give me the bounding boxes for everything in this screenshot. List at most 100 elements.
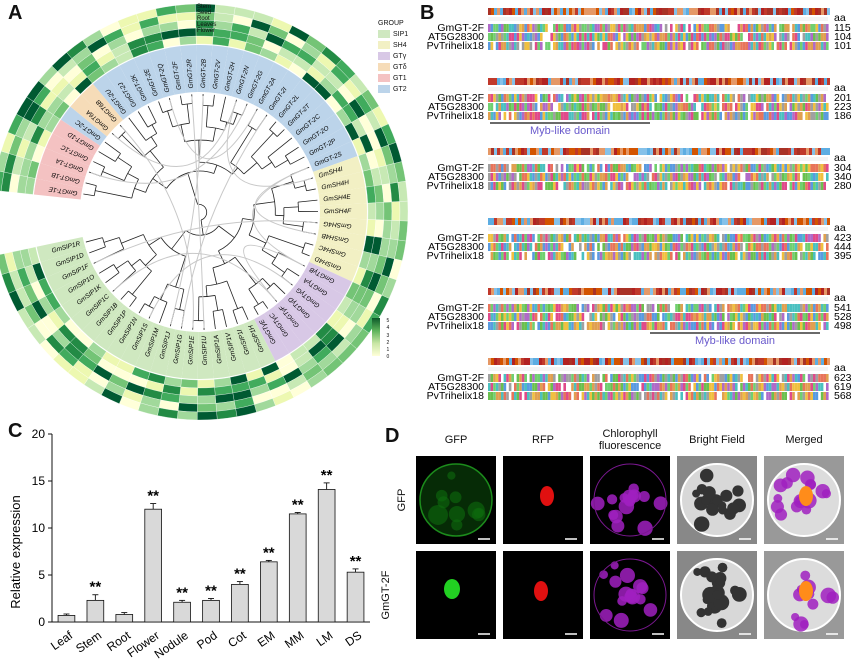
group-name: GTδ bbox=[393, 64, 407, 71]
conservation-cell bbox=[668, 358, 671, 365]
residue-cell bbox=[805, 383, 808, 391]
conservation-cell bbox=[740, 148, 743, 155]
residue-cell bbox=[680, 112, 683, 120]
residue-cell bbox=[628, 112, 631, 120]
residue-cell bbox=[779, 392, 782, 400]
residue-cell bbox=[769, 103, 772, 111]
conservation-cell bbox=[794, 358, 797, 365]
residue-cell bbox=[662, 94, 665, 102]
sequence-name: PvTrihelix18 bbox=[427, 320, 485, 332]
residue-cell bbox=[592, 164, 595, 172]
conservation-cell bbox=[827, 288, 830, 295]
residue-cell bbox=[745, 173, 748, 181]
residue-cell bbox=[491, 304, 494, 312]
gfp-signal bbox=[450, 491, 462, 503]
residue-cell bbox=[579, 313, 582, 321]
tree-branch bbox=[130, 298, 137, 307]
residue-cell bbox=[556, 24, 559, 32]
residue-cell bbox=[816, 164, 819, 172]
conservation-cell bbox=[785, 288, 788, 295]
conservation-cell bbox=[599, 78, 602, 85]
conservation-cell bbox=[500, 8, 503, 15]
conservation-cell bbox=[740, 78, 743, 85]
phylogenetic-tree: GmGT-1EGmGT-1BGmGT-1AGmGT-1CGmGT-1DGmGT-… bbox=[0, 0, 420, 420]
residue-cell bbox=[532, 234, 535, 242]
residue-cell bbox=[628, 182, 631, 190]
residue-cell bbox=[649, 164, 652, 172]
heatmap-cell bbox=[368, 203, 376, 220]
residue-cell bbox=[787, 252, 790, 260]
residue-cell bbox=[613, 24, 616, 32]
residue-cell bbox=[665, 374, 668, 382]
conservation-cell bbox=[608, 8, 611, 15]
residue-cell bbox=[753, 383, 756, 391]
conservation-cell bbox=[665, 218, 668, 225]
residue-cell bbox=[730, 94, 733, 102]
residue-cell bbox=[493, 392, 496, 400]
residue-cell bbox=[636, 33, 639, 41]
conservation-cell bbox=[749, 358, 752, 365]
residue-cell bbox=[610, 182, 613, 190]
conservation-cell bbox=[539, 148, 542, 155]
residue-cell bbox=[491, 374, 494, 382]
residue-cell bbox=[727, 374, 730, 382]
residue-cell bbox=[699, 164, 702, 172]
residue-cell bbox=[732, 304, 735, 312]
residue-cell bbox=[605, 24, 608, 32]
residue-cell bbox=[524, 112, 527, 120]
conservation-cell bbox=[581, 78, 584, 85]
tree-branch bbox=[132, 271, 151, 294]
residue-cell bbox=[631, 24, 634, 32]
bar bbox=[116, 614, 133, 622]
residue-cell bbox=[758, 374, 761, 382]
residue-cell bbox=[696, 243, 699, 251]
residue-cell bbox=[657, 234, 660, 242]
residue-cell bbox=[491, 164, 494, 172]
conservation-cell bbox=[770, 288, 773, 295]
residue-cell bbox=[504, 304, 507, 312]
residue-cell bbox=[722, 313, 725, 321]
residue-cell bbox=[810, 112, 813, 120]
residue-cell bbox=[553, 94, 556, 102]
residue-cell bbox=[623, 42, 626, 50]
residue-cell bbox=[777, 392, 780, 400]
residue-cell bbox=[498, 252, 501, 260]
residue-cell bbox=[758, 33, 761, 41]
residue-cell bbox=[756, 243, 759, 251]
residue-cell bbox=[704, 374, 707, 382]
residue-cell bbox=[595, 33, 598, 41]
residue-cell bbox=[803, 94, 806, 102]
tree-branch bbox=[290, 157, 304, 164]
residue-cell bbox=[496, 33, 499, 41]
residue-cell bbox=[725, 322, 728, 330]
residue-cell bbox=[826, 24, 829, 32]
conservation-cell bbox=[551, 78, 554, 85]
residue-cell bbox=[706, 182, 709, 190]
residue-cell bbox=[550, 33, 553, 41]
conservation-cell bbox=[617, 78, 620, 85]
conservation-cell bbox=[518, 288, 521, 295]
residue-cell bbox=[826, 313, 829, 321]
residue-cell bbox=[693, 33, 696, 41]
chloroplast bbox=[628, 489, 641, 502]
duplication-link bbox=[96, 221, 316, 263]
conservation-cell bbox=[785, 8, 788, 15]
residue-cell bbox=[569, 234, 572, 242]
residue-cell bbox=[673, 243, 676, 251]
residue-cell bbox=[641, 313, 644, 321]
residue-cell bbox=[605, 383, 608, 391]
conservation-cell bbox=[683, 218, 686, 225]
conservation-cell bbox=[668, 218, 671, 225]
residue-cell bbox=[530, 33, 533, 41]
sequence-end-position: 186 bbox=[834, 110, 852, 122]
residue-cell bbox=[540, 313, 543, 321]
residue-cell bbox=[618, 94, 621, 102]
residue-cell bbox=[563, 383, 566, 391]
residue-cell bbox=[761, 304, 764, 312]
residue-cell bbox=[543, 94, 546, 102]
residue-cell bbox=[730, 374, 733, 382]
residue-cell bbox=[488, 94, 491, 102]
residue-cell bbox=[621, 322, 624, 330]
residue-cell bbox=[727, 322, 730, 330]
chloroplast bbox=[704, 607, 713, 616]
